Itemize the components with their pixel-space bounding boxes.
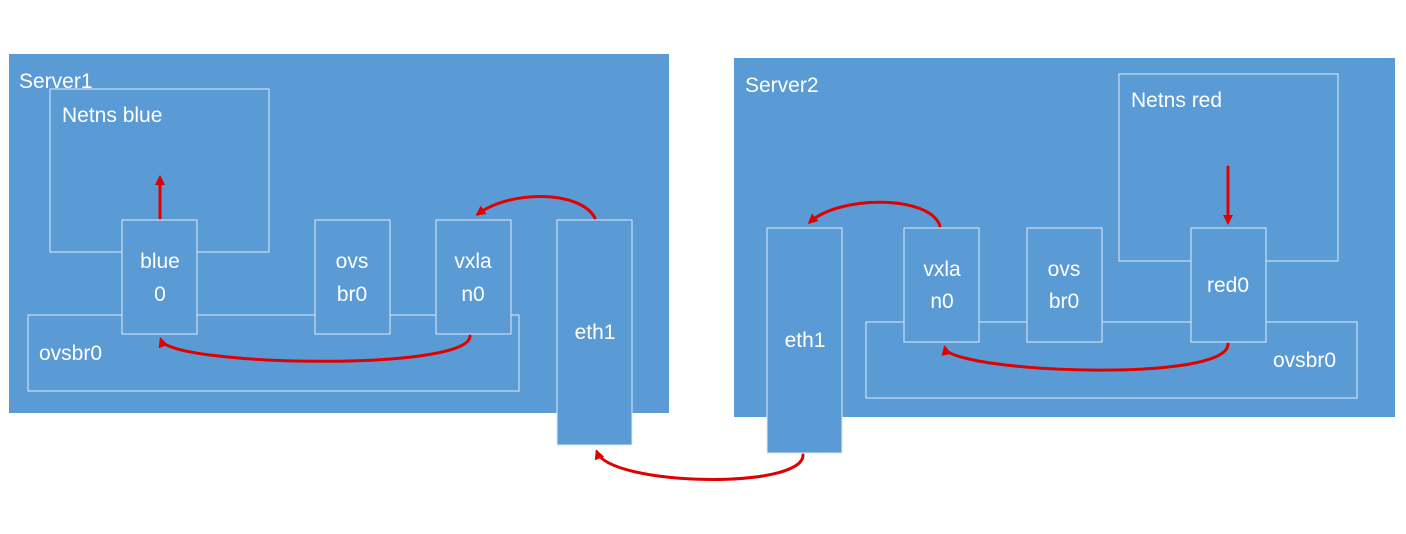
server1-ovsbr0-label: ovsbr0 bbox=[39, 342, 102, 365]
port-ovsbr0-server2-label-line2: br0 bbox=[1049, 290, 1079, 313]
nic-eth1-server1-label: eth1 bbox=[575, 321, 616, 344]
port-blue0 bbox=[121, 219, 198, 335]
arrow-red0-to-vxlan0-server2 bbox=[941, 342, 1230, 372]
port-red0-label: red0 bbox=[1207, 274, 1249, 297]
server2-ovsbr0-bridge bbox=[865, 321, 1358, 399]
server2-title: Server2 bbox=[745, 74, 819, 97]
arrow-eth1-server2-to-eth1-server1 bbox=[594, 449, 805, 481]
arrow-vxlan0-to-blue0-server1 bbox=[158, 334, 472, 363]
port-vxlan0-server2-label-line1: vxla bbox=[923, 258, 961, 281]
server1-title: Server1 bbox=[19, 70, 93, 93]
server2-ovsbr0-label: ovsbr0 bbox=[1273, 349, 1336, 372]
nic-eth1-server2-label: eth1 bbox=[785, 329, 826, 352]
port-vxlan0-server1-label-line1: vxla bbox=[454, 250, 492, 273]
port-blue0-label-line2: 0 bbox=[154, 283, 166, 306]
port-ovsbr0-server2-label-line1: ovs bbox=[1048, 258, 1081, 281]
port-ovsbr0-server1-label-line2: br0 bbox=[337, 283, 367, 306]
port-ovsbr0-server1-label-line1: ovs bbox=[336, 250, 369, 273]
port-vxlan0-server2 bbox=[903, 227, 980, 343]
netns-blue-label: Netns blue bbox=[62, 104, 162, 127]
port-vxlan0-server1 bbox=[435, 219, 512, 335]
nic-eth1-server2 bbox=[766, 227, 843, 454]
port-ovsbr0-server2 bbox=[1026, 227, 1103, 343]
port-blue0-label-line1: blue bbox=[140, 250, 180, 273]
port-vxlan0-server2-label-line2: n0 bbox=[930, 290, 953, 313]
port-red0 bbox=[1190, 227, 1267, 343]
nic-eth1-server1 bbox=[556, 219, 633, 446]
server1-ovsbr0-bridge bbox=[27, 314, 520, 392]
arrow-vxlan0-to-eth1-server2 bbox=[807, 200, 942, 228]
netns-red-label: Netns red bbox=[1131, 89, 1222, 112]
port-ovsbr0-server1 bbox=[314, 219, 391, 335]
port-vxlan0-server1-label-line2: n0 bbox=[461, 283, 484, 306]
arrow-eth1-to-vxlan0-server1 bbox=[475, 195, 597, 220]
